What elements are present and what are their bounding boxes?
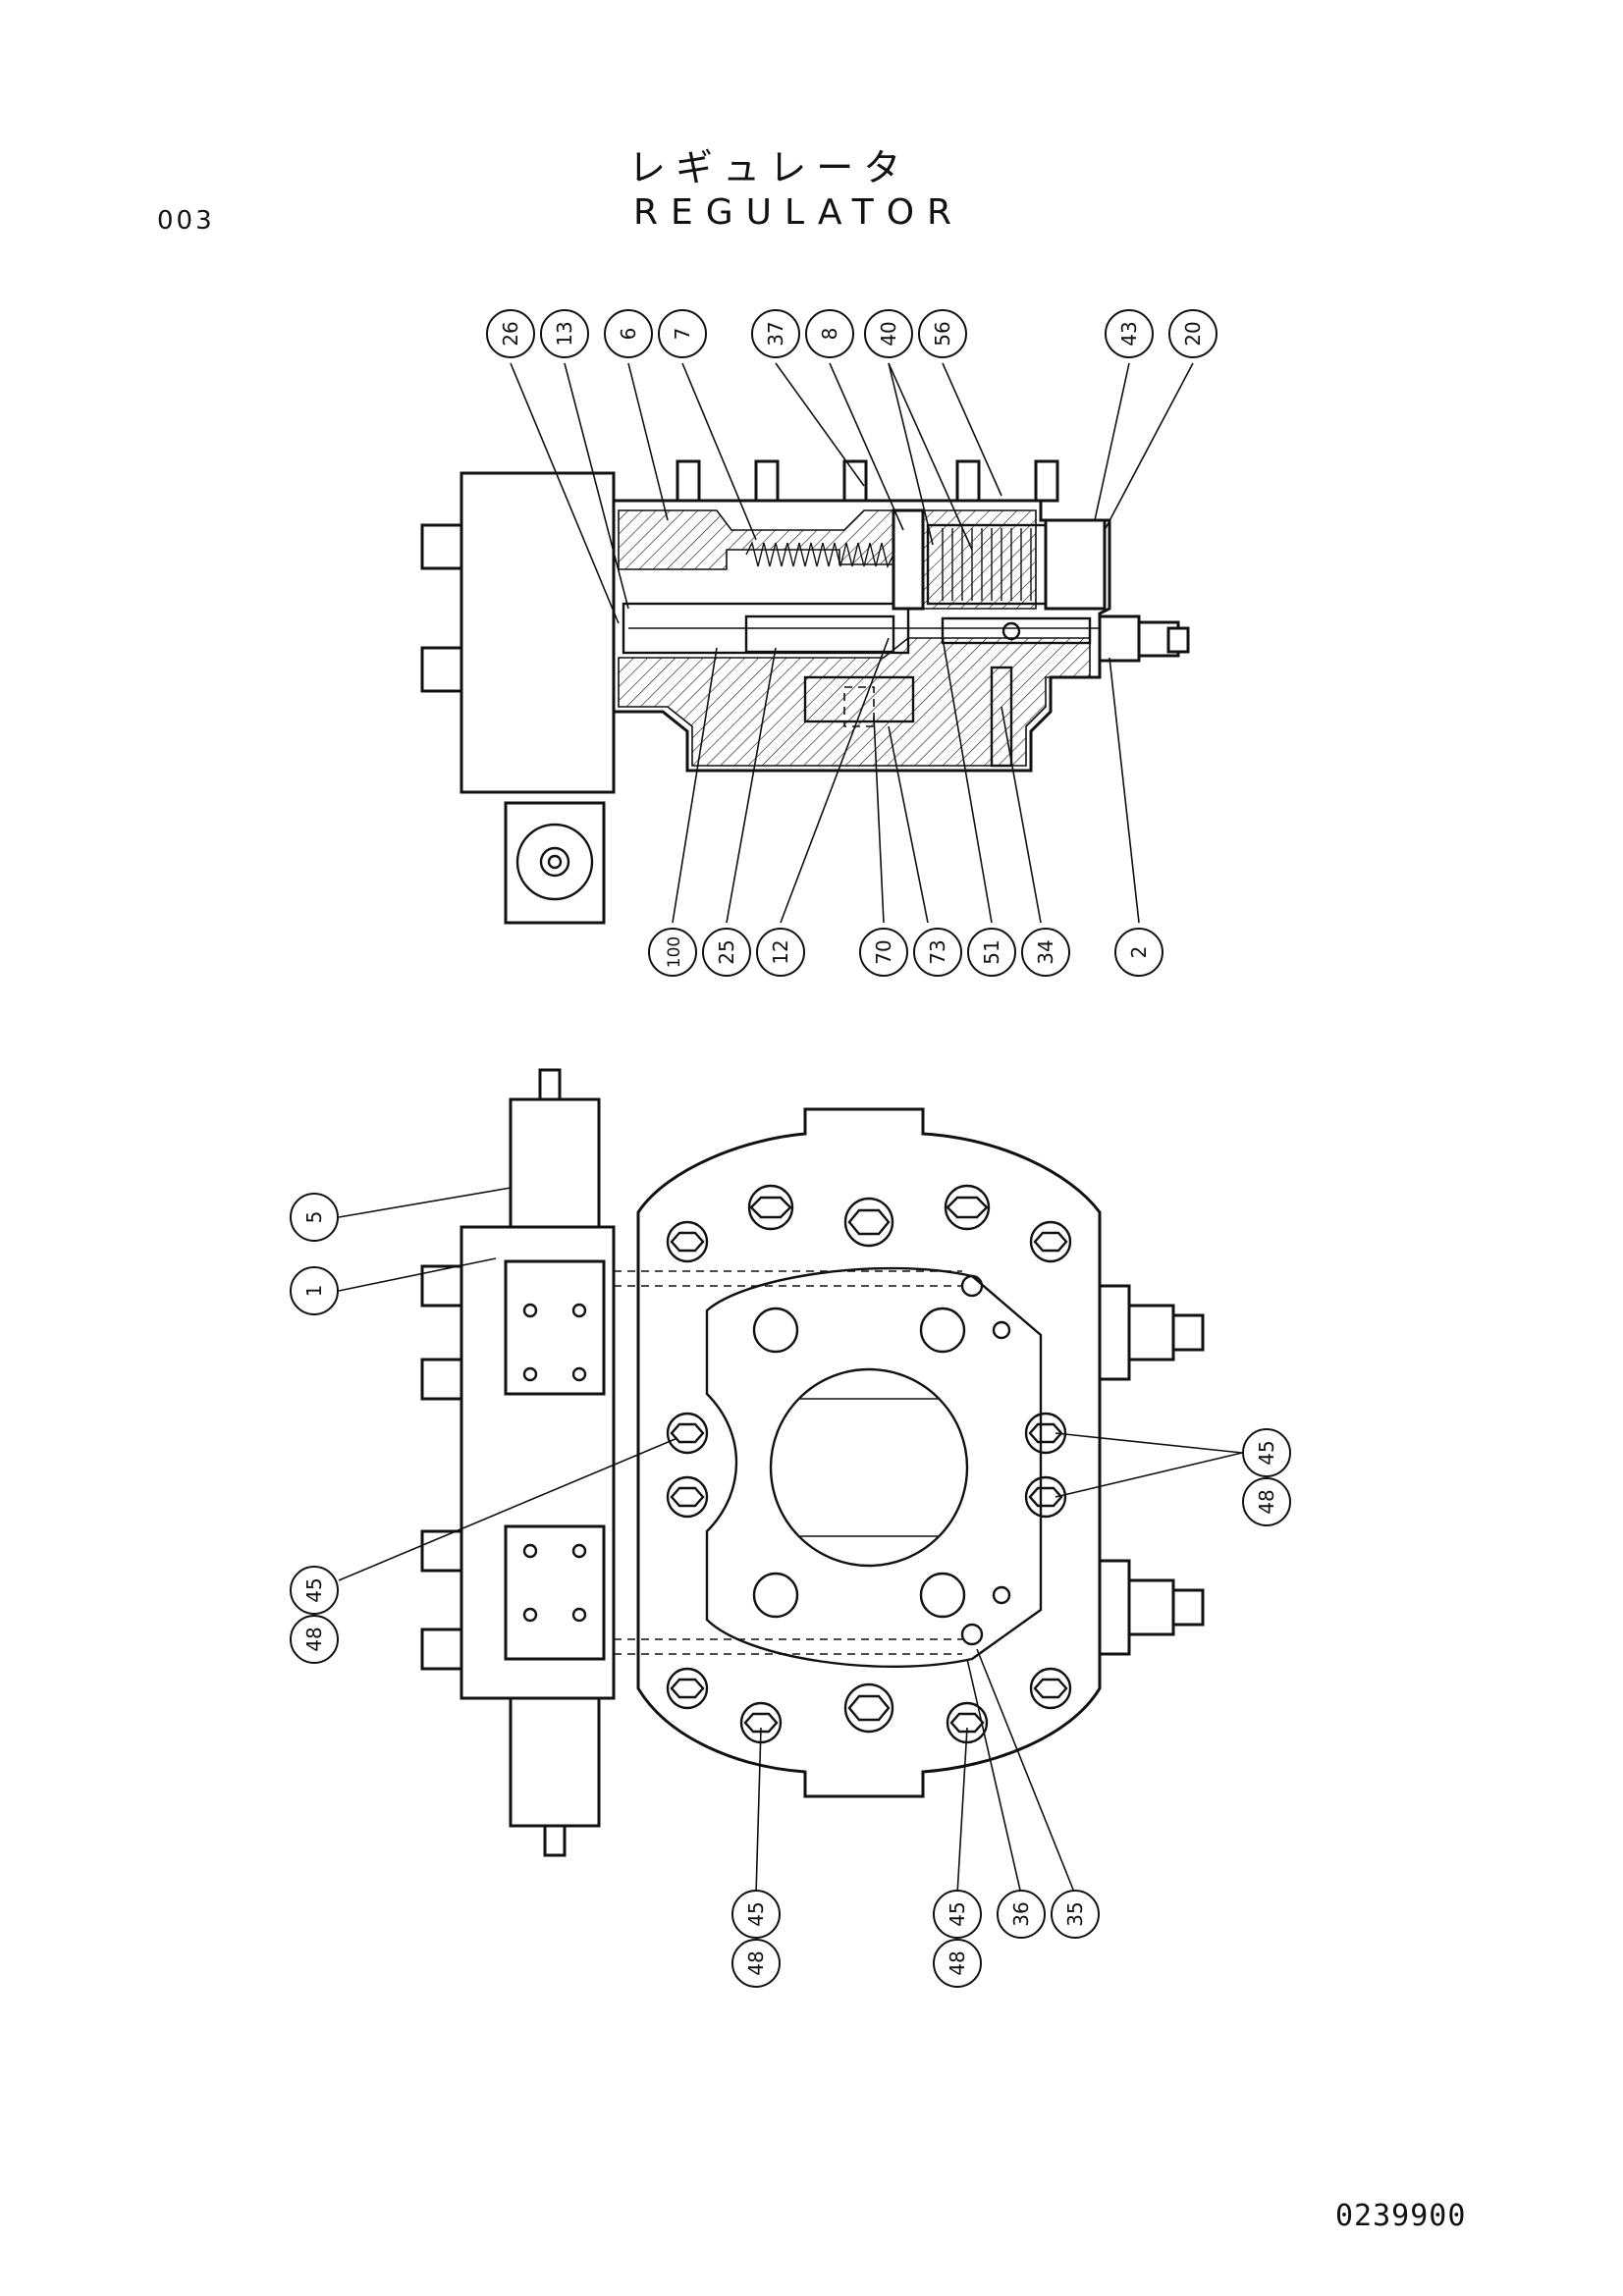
callout-5: 5: [290, 1193, 339, 1242]
svg-text:8: 8: [818, 328, 841, 341]
coil-plate-lower: [504, 1524, 606, 1661]
callout-45-right: 45: [1242, 1428, 1291, 1477]
svg-text:20: 20: [1181, 321, 1205, 346]
page-code: 003: [157, 206, 215, 236]
callout-20: 20: [1168, 309, 1217, 358]
callout-1: 1: [290, 1266, 339, 1315]
callout-13: 13: [540, 309, 589, 358]
callout-36: 36: [997, 1890, 1046, 1939]
svg-text:48: 48: [744, 1950, 768, 1975]
svg-text:45: 45: [1255, 1440, 1278, 1465]
callout-48-bottom-left: 48: [731, 1939, 781, 1988]
title-english: REGULATOR: [633, 192, 965, 233]
svg-text:45: 45: [302, 1577, 326, 1602]
svg-text:43: 43: [1117, 321, 1141, 346]
callout-48-right: 48: [1242, 1477, 1291, 1526]
callout-12: 12: [756, 928, 805, 977]
callout-73: 73: [913, 928, 962, 977]
svg-text:45: 45: [744, 1901, 768, 1926]
callout-6: 6: [604, 309, 653, 358]
svg-text:5: 5: [302, 1211, 326, 1224]
callout-48-bottom-right: 48: [933, 1939, 982, 1988]
svg-text:35: 35: [1063, 1901, 1087, 1926]
callout-40: 40: [864, 309, 913, 358]
drawing-number: 0239900: [1335, 2199, 1467, 2233]
callout-26: 26: [486, 309, 535, 358]
svg-text:2: 2: [1127, 946, 1151, 959]
svg-text:37: 37: [764, 321, 787, 346]
solenoid-block: [460, 471, 616, 794]
svg-text:73: 73: [926, 939, 949, 964]
callout-100: 100: [648, 928, 697, 977]
front-view: [420, 1068, 1205, 1857]
svg-text:1: 1: [302, 1285, 326, 1298]
leader-lines: [338, 362, 1243, 1896]
svg-text:56: 56: [931, 321, 954, 346]
svg-text:26: 26: [499, 321, 522, 346]
svg-text:34: 34: [1034, 939, 1057, 964]
svg-text:70: 70: [872, 939, 895, 964]
svg-text:36: 36: [1009, 1901, 1033, 1926]
callout-8: 8: [805, 309, 854, 358]
callout-45-bottom-left: 45: [731, 1890, 781, 1939]
svg-text:12: 12: [769, 939, 792, 964]
title-japanese: レギュレータ: [628, 146, 911, 189]
svg-text:51: 51: [980, 939, 1003, 964]
svg-text:48: 48: [1255, 1489, 1278, 1514]
callout-25: 25: [702, 928, 751, 977]
svg-text:13: 13: [553, 321, 576, 346]
svg-text:100: 100: [665, 936, 684, 968]
callout-7: 7: [658, 309, 707, 358]
svg-text:7: 7: [671, 328, 694, 341]
svg-text:6: 6: [617, 328, 640, 341]
callout-45-left: 45: [290, 1566, 339, 1615]
callouts: 26 13 6 7 37 8 40 56 43 20 100 25 12 70 …: [290, 309, 1291, 1988]
svg-text:48: 48: [946, 1950, 969, 1975]
svg-text:45: 45: [946, 1901, 969, 1926]
callout-56: 56: [918, 309, 967, 358]
svg-text:48: 48: [302, 1627, 326, 1651]
coil-plate-upper: [504, 1259, 606, 1396]
callout-48-left: 48: [290, 1615, 339, 1664]
hex-bolts: [666, 1184, 1072, 1744]
pump-body: [636, 1107, 1102, 1798]
callout-70: 70: [859, 928, 908, 977]
callout-45-bottom-right: 45: [933, 1890, 982, 1939]
svg-text:25: 25: [715, 939, 738, 964]
central-bore: [769, 1367, 969, 1568]
callout-35: 35: [1051, 1890, 1100, 1939]
lower-solenoid: [504, 801, 606, 925]
callout-37: 37: [751, 309, 800, 358]
callout-2: 2: [1114, 928, 1163, 977]
callout-43: 43: [1105, 309, 1154, 358]
section-view: [420, 459, 1190, 925]
housing-studs: [676, 459, 1059, 503]
callout-34: 34: [1021, 928, 1070, 977]
svg-text:40: 40: [877, 321, 900, 346]
callout-51: 51: [967, 928, 1016, 977]
